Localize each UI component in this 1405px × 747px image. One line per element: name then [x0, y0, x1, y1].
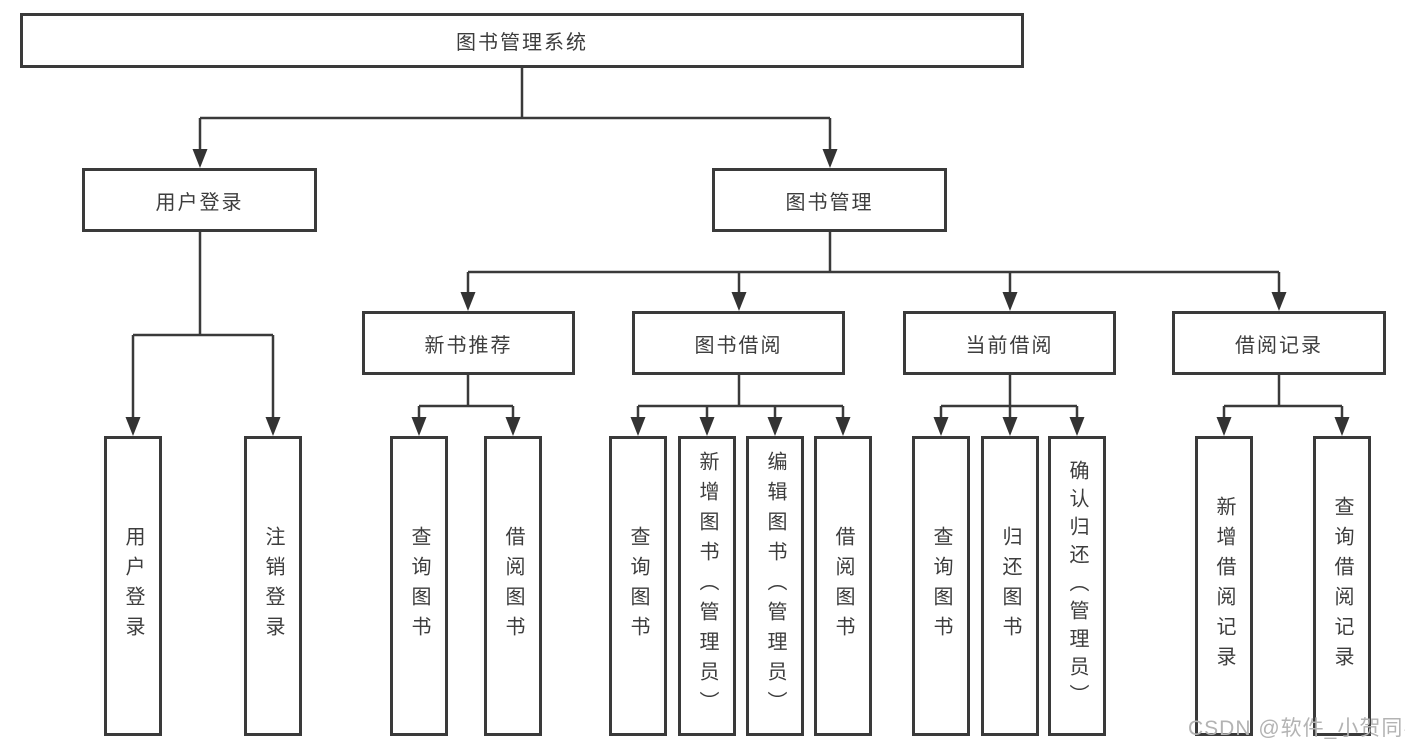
node-borrow-records: 借阅记录: [1172, 311, 1386, 375]
node-book-borrow: 图书借阅: [632, 311, 845, 375]
leaf-borrow-books-recommend: 借阅图书: [484, 436, 542, 736]
leaf-query-books-current: 查询图书: [912, 436, 970, 736]
leaf-query-borrow-record: 查询借阅记录: [1313, 436, 1371, 736]
node-book-management: 图书管理: [712, 168, 947, 232]
leaf-add-borrow-record: 新增借阅记录: [1195, 436, 1253, 736]
node-user-login: 用户登录: [82, 168, 317, 232]
leaf-query-books-borrow: 查询图书: [609, 436, 667, 736]
node-current-borrow: 当前借阅: [903, 311, 1116, 375]
leaf-return-books: 归还图书: [981, 436, 1039, 736]
leaf-user-login: 用户登录: [104, 436, 162, 736]
leaf-add-book-admin: 新增图书（管理员）: [678, 436, 736, 736]
leaf-borrow-books-borrow: 借阅图书: [814, 436, 872, 736]
node-root: 图书管理系统: [20, 13, 1024, 68]
leaf-confirm-return-admin: 确认归还（管理员）: [1048, 436, 1106, 736]
node-new-book-recommend: 新书推荐: [362, 311, 575, 375]
leaf-edit-book-admin: 编辑图书（管理员）: [746, 436, 804, 736]
leaf-query-books-recommend: 查询图书: [390, 436, 448, 736]
csdn-watermark: CSDN @软件_小贺同学: [1188, 717, 1405, 740]
leaf-logout: 注销登录: [244, 436, 302, 736]
